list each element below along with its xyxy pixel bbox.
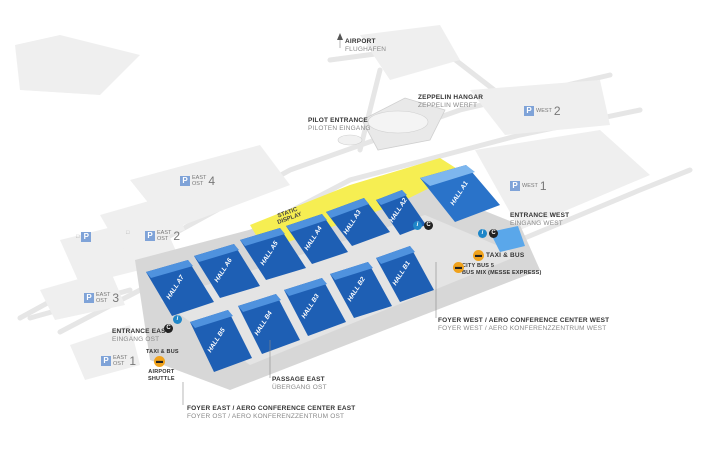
city-bus-icon: ▬ bbox=[453, 262, 464, 273]
hall-b5-block bbox=[190, 310, 252, 372]
airport-label: AIRPORT FLUGHAFEN bbox=[345, 38, 386, 54]
passage-east-sub: ÜBERGANG OST bbox=[272, 384, 327, 391]
cloakroom-icon-west-entrance[interactable]: C bbox=[489, 229, 498, 238]
hall-b3-block bbox=[284, 278, 346, 336]
hall-a3-block bbox=[326, 198, 390, 246]
parking-west-1[interactable]: P WEST 1 bbox=[510, 180, 547, 192]
zeppelin-label: ZEPPELIN HANGAR ZEPPELIN WERFT bbox=[418, 94, 483, 110]
parking-icon: P bbox=[524, 106, 534, 116]
taxi-bus-west-icon: ▬ bbox=[473, 250, 484, 261]
pilot-entrance-sub: PILOTEN EINGANG bbox=[308, 125, 371, 132]
cloakroom-icon-west[interactable]: C bbox=[424, 221, 433, 230]
hall-b4-block bbox=[238, 294, 300, 354]
parking-east-2-third[interactable]: □ bbox=[126, 230, 130, 236]
hall-a6-block bbox=[194, 244, 260, 298]
entrance-west-label: ENTRANCE WEST EINGANG WEST bbox=[510, 212, 569, 228]
pilot-entrance-label: PILOT ENTRANCE PILOTEN EINGANG bbox=[308, 117, 371, 133]
foyer-east-label: FOYER EAST / AERO CONFERENCE CENTER EAST… bbox=[187, 405, 355, 421]
zeppelin-sub: ZEPPELIN WERFT bbox=[418, 102, 478, 109]
foyer-west-sub: FOYER WEST / AERO KONFERENZZENTRUM WEST bbox=[438, 325, 607, 332]
ground-areas bbox=[15, 25, 650, 380]
airport-shuttle-label: AIRPORT SHUTTLE bbox=[148, 369, 175, 382]
foyer-east-sub: FOYER OST / AERO KONFERENZZENTRUM OST bbox=[187, 413, 345, 420]
parking-icon: P bbox=[101, 356, 111, 366]
foyer-west-title: FOYER WEST / AERO CONFERENCE CENTER WEST bbox=[438, 317, 610, 324]
taxi-bus-east-icon: ▬ bbox=[154, 356, 165, 367]
foyer-east-title: FOYER EAST / AERO CONFERENCE CENTER EAST bbox=[187, 405, 356, 412]
cloakroom-icon-east[interactable]: C bbox=[164, 324, 173, 333]
hall-b2-block bbox=[330, 262, 392, 318]
hall-a4-block bbox=[286, 214, 348, 264]
parking-west-2[interactable]: P WEST 2 bbox=[524, 105, 561, 117]
parking-icon: P bbox=[180, 176, 190, 186]
zeppelin-hangar bbox=[337, 97, 446, 151]
info-icon-west-entrance[interactable]: i bbox=[478, 229, 487, 238]
west-annex bbox=[490, 226, 525, 252]
passage-east-title: PASSAGE EAST bbox=[272, 376, 325, 383]
city-bus-line1: CITY BUS 5 bbox=[462, 263, 495, 269]
taxi-bus-east-label: TAXI & BUS bbox=[146, 349, 179, 355]
parking-icon: P bbox=[145, 231, 155, 241]
pilot-entrance-title: PILOT ENTRANCE bbox=[308, 117, 368, 124]
hall-a7-block bbox=[146, 260, 214, 316]
city-bus-label: CITY BUS 5 BUS MIX (MESSE EXPRESS) bbox=[462, 263, 541, 276]
info-icon-west[interactable]: i bbox=[413, 221, 422, 230]
taxi-bus-west-label: TAXI & BUS bbox=[486, 252, 525, 259]
airport-arrow-icon bbox=[337, 33, 343, 40]
airport-title: AIRPORT bbox=[345, 38, 376, 45]
zeppelin-title: ZEPPELIN HANGAR bbox=[418, 94, 484, 101]
airport-sub: FLUGHAFEN bbox=[345, 46, 387, 53]
info-icon-east[interactable]: i bbox=[173, 315, 182, 324]
entrance-east-title: ENTRANCE EAST bbox=[112, 328, 170, 335]
entrance-west-title: ENTRANCE WEST bbox=[510, 212, 570, 219]
passage-east-label: PASSAGE EAST ÜBERGANG OST bbox=[272, 376, 327, 392]
hall-b1-block bbox=[376, 246, 434, 302]
city-bus-line2: BUS MIX (MESSE EXPRESS) bbox=[462, 269, 542, 276]
hall-a1-block bbox=[420, 165, 500, 222]
entrance-east-label: ENTRANCE EAST EINGANG OST bbox=[112, 328, 170, 344]
parking-icon: P bbox=[84, 293, 94, 303]
hall-a5-block bbox=[240, 228, 306, 280]
parking-east-2-secondary[interactable]: □ P bbox=[76, 232, 92, 242]
parking-icon: P bbox=[510, 181, 520, 191]
leader-lines bbox=[182, 38, 437, 405]
foyer-west-label: FOYER WEST / AERO CONFERENCE CENTER WEST… bbox=[438, 317, 609, 333]
entrance-east-sub: EINGANG OST bbox=[112, 336, 160, 343]
entrance-west-sub: EINGANG WEST bbox=[510, 220, 563, 227]
